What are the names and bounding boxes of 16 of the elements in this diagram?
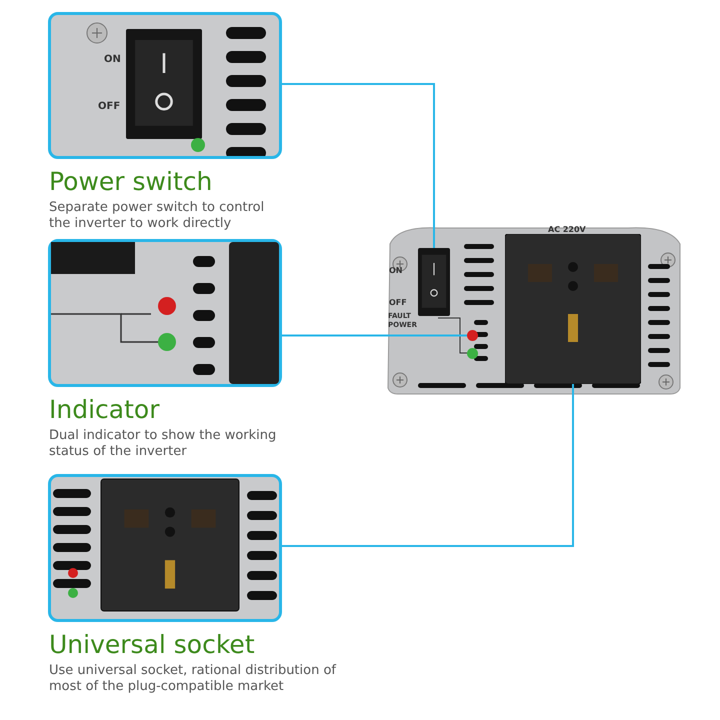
panel-label: AC 220V [548,225,586,234]
feature-description: Dual indicator to show the working status of the inverter [49,428,278,460]
panel-label: ON [104,54,121,65]
panel-label: OFF [98,101,120,112]
feature-description: Use universal socket, rational distribution of most of the plug-compatible market [49,663,338,695]
rocker-switch [418,248,450,316]
feature-heading: Indicator [49,395,160,424]
feature-description: Separate power switch to control the inverter to work directly [49,200,266,232]
panel-label: OFF [389,298,407,307]
feature-heading: Power switch [49,167,212,196]
leader-line [282,384,574,547]
leader-line [282,334,467,336]
leader-line [282,83,435,248]
panel-label: ON [389,266,402,275]
feature-heading: Universal socket [49,630,255,659]
power-socket [505,234,641,384]
